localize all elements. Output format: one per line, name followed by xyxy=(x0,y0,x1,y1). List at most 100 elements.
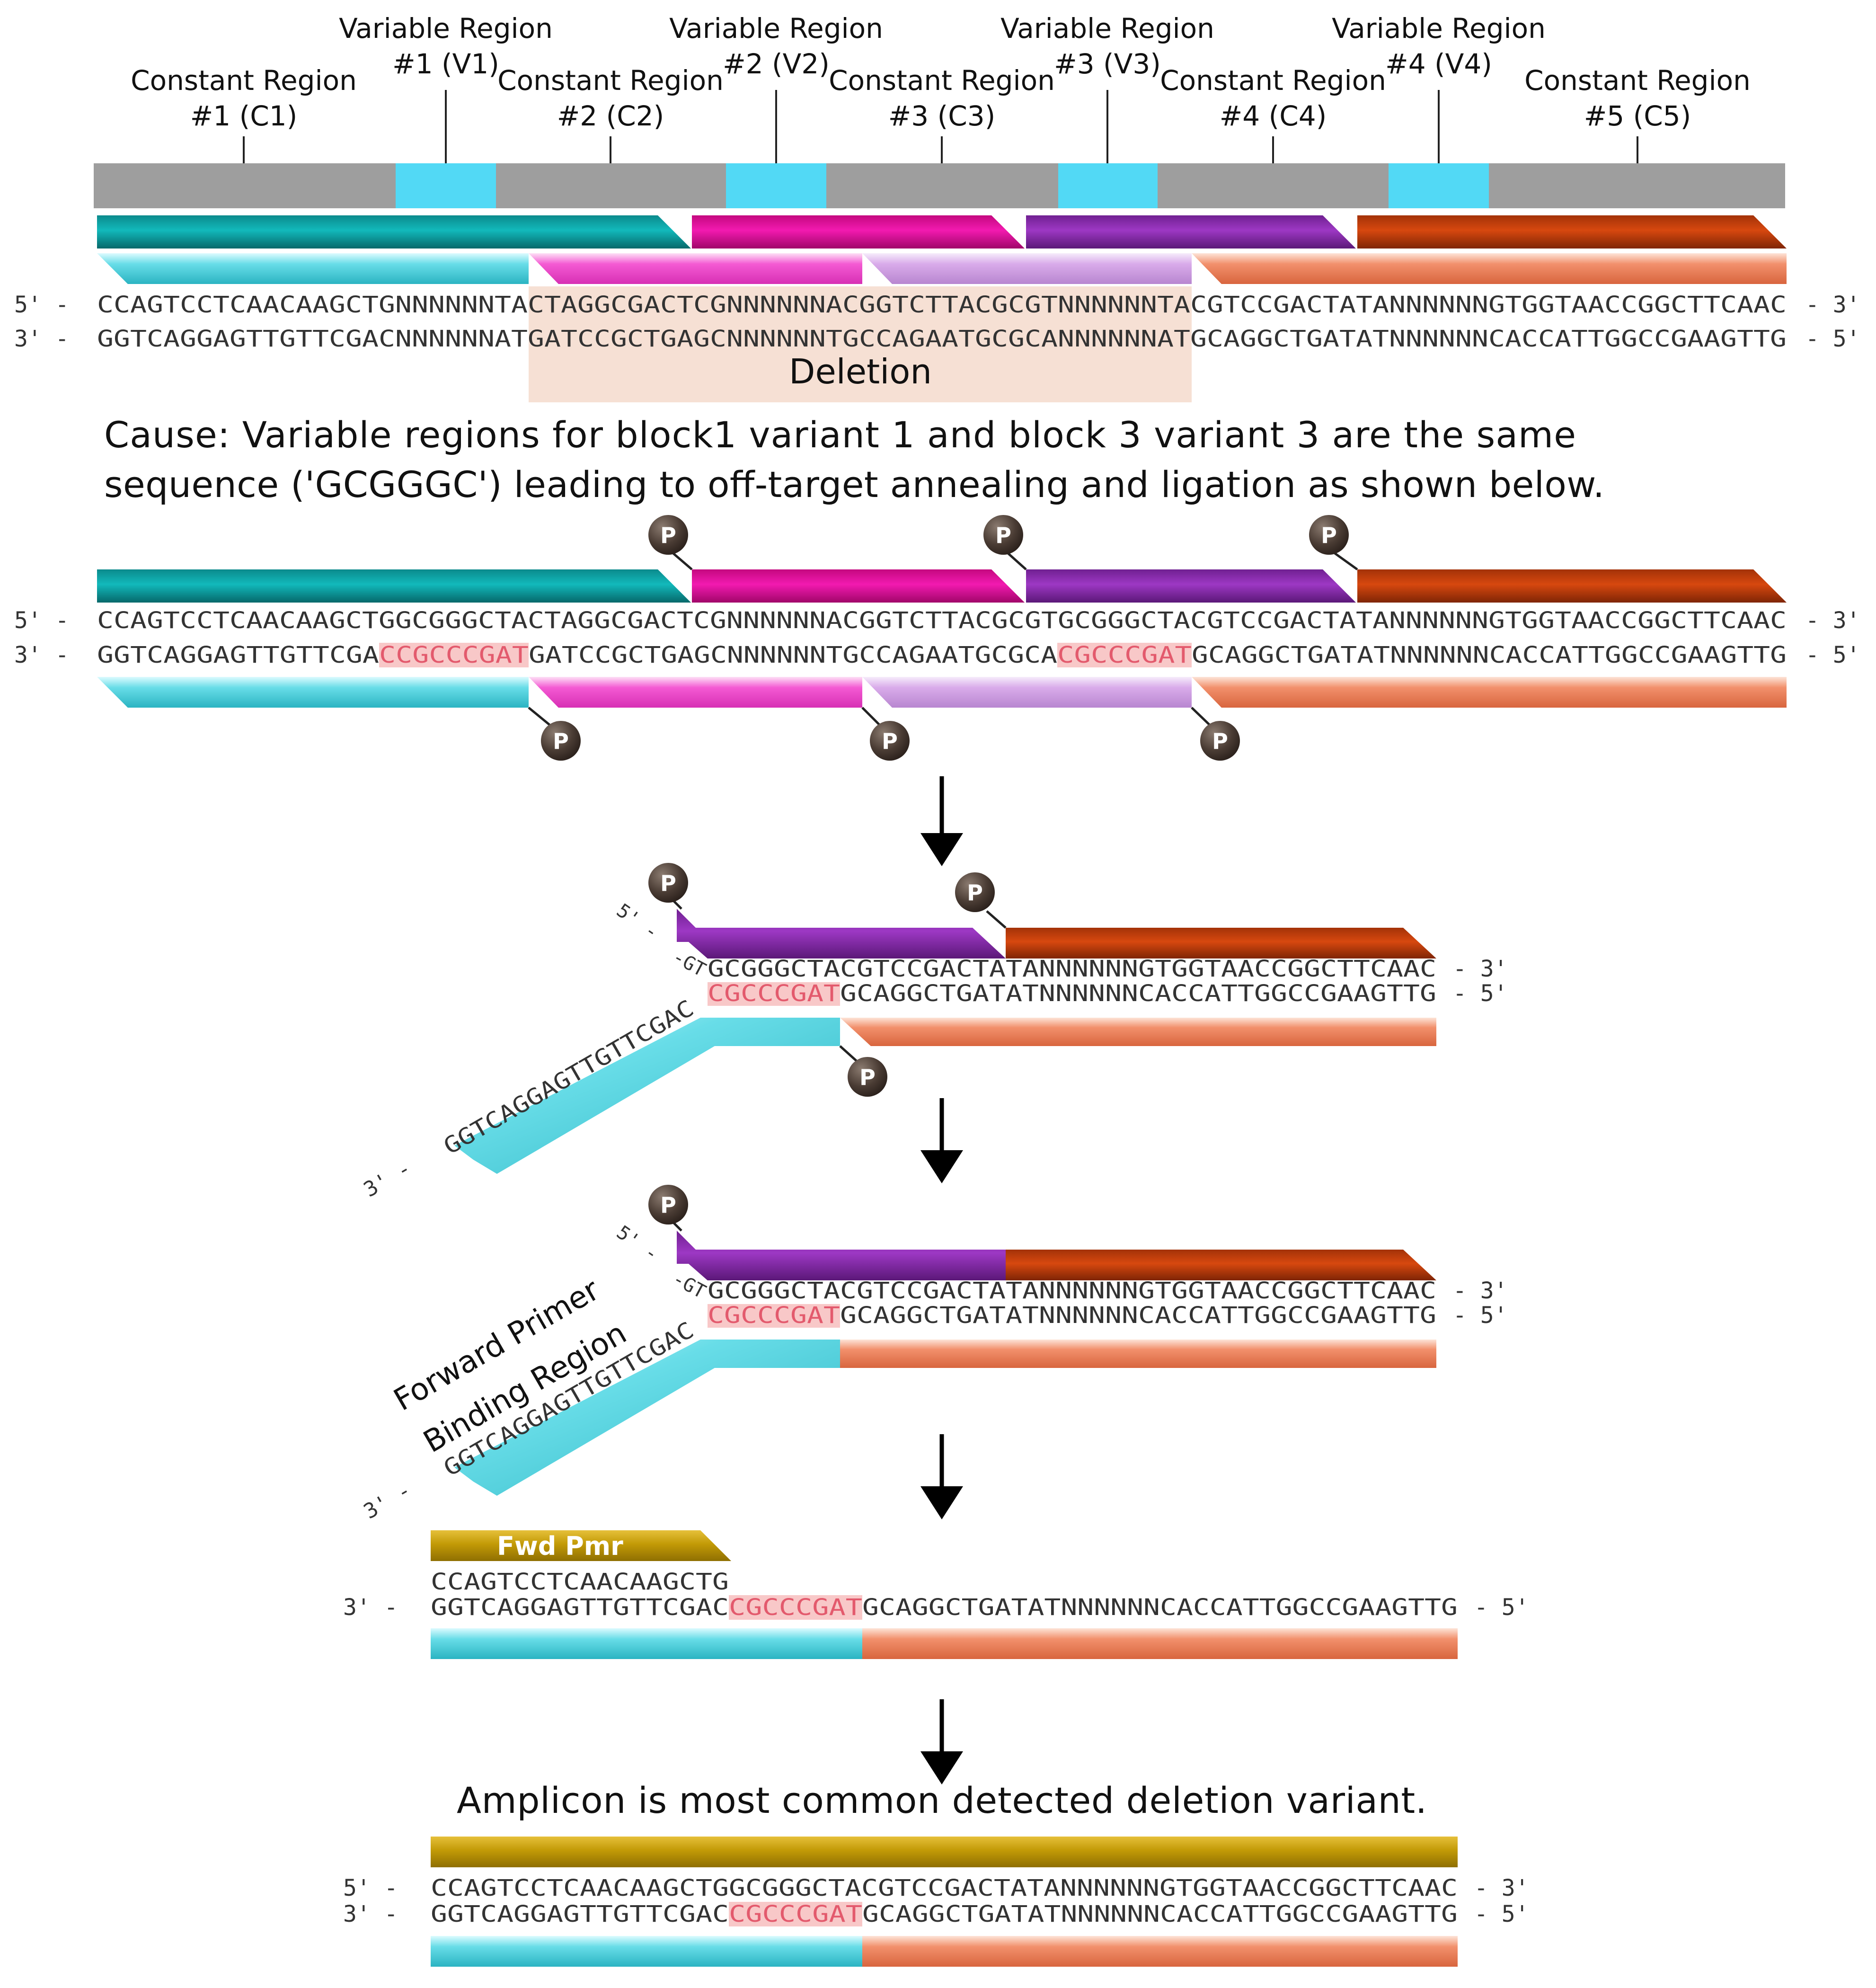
phosphate-label: P xyxy=(1321,523,1337,548)
p2-bottom-seq-b: CCGCCCGAT xyxy=(379,642,529,668)
panel-5-primer-binding: Fwd Pmr CCAGTCCTCAACAAGCTG 3' - GGTCAGGA… xyxy=(343,1530,1529,1659)
p2-bottom-seq-c: GATCCGCTGAGCNNNNNNTGCCAGAATGCGCA xyxy=(529,642,1057,668)
arrows xyxy=(920,776,963,1784)
p6-highlight xyxy=(729,1902,862,1926)
p5-bottom-seq-c: GCAGGCTGATATNNNNNNCACCATTGGCCGAAGTTG xyxy=(862,1594,1458,1621)
p3-bottom-strand-cyan xyxy=(454,1018,840,1174)
p3-top-strand-purple xyxy=(677,909,1006,958)
region-c1-block xyxy=(94,163,396,208)
p6-bottom-5prime: - 5' xyxy=(1474,1901,1529,1927)
p2-bottom-strand-block-1 xyxy=(97,677,529,708)
p6-top-3prime: - 3' xyxy=(1474,1875,1529,1901)
p4-bottom-strand-salmon xyxy=(840,1340,1436,1368)
region-c1-label-2: #1 (C1) xyxy=(190,100,298,132)
region-c4-block xyxy=(1158,163,1389,208)
p2-bottom-seq-d: CGCCCGAT xyxy=(1057,642,1192,668)
region-labels: Constant Region #1 (C1) Variable Region … xyxy=(131,12,1751,132)
phosphate-icon xyxy=(648,1185,688,1225)
p5-highlight xyxy=(729,1595,862,1620)
region-c2-label-2: #2 (C2) xyxy=(557,100,664,132)
p2-top-3prime: - 3' xyxy=(1805,607,1860,634)
p5-bottom-seq-a: GGTCAGGAGTTGTTCGAC xyxy=(431,1594,729,1621)
panel-6-amplicon: Amplicon is most common detected deletio… xyxy=(343,1779,1529,1967)
p1-top-sequence: CCAGTCCTCAACAAGCTGNNNNNNTACTAGGCGACTCGNN… xyxy=(97,292,1787,318)
region-c5-label-1: Constant Region xyxy=(1524,64,1751,97)
bottom-strand-block-2 xyxy=(529,253,862,284)
region-v3-block xyxy=(1058,163,1158,208)
region-c3-label-1: Constant Region xyxy=(829,64,1055,97)
p2-bottom-3prime: 3' - xyxy=(14,642,69,668)
p5-bottom-3prime: 3' - xyxy=(343,1594,398,1621)
cause-text: Cause: Variable regions for block1 varia… xyxy=(104,414,1604,506)
p6-top-sequence: CCAGTCCTCAACAAGCTGGCGGGCTACGTCCGACTATANN… xyxy=(431,1875,1458,1901)
region-ticks xyxy=(243,90,1638,163)
down-arrow-icon xyxy=(920,1751,963,1784)
down-arrow-icon xyxy=(920,1486,963,1519)
p5-bottom-5prime: - 5' xyxy=(1474,1594,1529,1621)
p4-top-strand-rust xyxy=(1006,1250,1436,1280)
amplicon-top-bar xyxy=(431,1837,1458,1867)
region-c2-block xyxy=(496,163,726,208)
phosphate-icon xyxy=(870,721,910,761)
region-bar xyxy=(94,163,1785,208)
region-c4-label-2: #4 (C4) xyxy=(1220,100,1327,132)
fwd-primer-bar xyxy=(431,1530,731,1561)
p3-top-sequence: GCGGGCTACGTCCGACTATANNNNNNGTGGTAACCGGCTT… xyxy=(708,956,1436,982)
region-v3-label-2: #3 (V3) xyxy=(1054,48,1161,80)
top-strand-block-2 xyxy=(692,215,1025,248)
p2-top-sequence: CCAGTCCTCAACAAGCTGGCGGGCTACTAGGCGACTCGNN… xyxy=(97,607,1787,634)
panel-1-full-construct: 5' - CCAGTCCTCAACAAGCTGNNNNNNTACTAGGCGAC… xyxy=(14,215,1860,402)
p4-diagonal-3prime: 3' - xyxy=(360,1478,415,1524)
p2-bottom-strand-block-4 xyxy=(1192,677,1787,708)
region-v4-label-2: #4 (V4) xyxy=(1385,48,1492,80)
phosphate-icon xyxy=(1309,515,1349,555)
region-v2-block xyxy=(726,163,826,208)
p3-bottom-5prime: - 5' xyxy=(1453,980,1508,1007)
p2-bottom-5prime: - 5' xyxy=(1805,642,1860,668)
region-v2-label-1: Variable Region xyxy=(669,12,883,44)
p4-top-strand-purple xyxy=(677,1231,1006,1280)
p6-bottom-seq-a: GGTCAGGAGTTGTTCGAC xyxy=(431,1901,729,1927)
p5-bottom-strand-cyan xyxy=(431,1628,862,1659)
phosphate-icon xyxy=(541,721,581,761)
phosphate-label: P xyxy=(660,523,676,548)
deletion-label: Deletion xyxy=(789,352,932,391)
p2-bottom-seq-a: GGTCAGGAGTTGTTCGA xyxy=(97,642,379,668)
down-arrow-icon xyxy=(920,1150,963,1183)
panel-4-ligated-product: P 5' - -GT GCGGGCTACGTCCGACTATANNNNNNGTG… xyxy=(360,1185,1508,1524)
phosphate-icon xyxy=(648,515,688,555)
phosphate-label: P xyxy=(995,523,1011,548)
p5-bottom-highlight: CGCCCGAT xyxy=(729,1594,862,1621)
region-c3-block xyxy=(826,163,1058,208)
phosphate-label: P xyxy=(882,728,898,754)
bottom-strand-block-3 xyxy=(862,253,1192,284)
p2-highlight-2 xyxy=(1057,643,1192,667)
fwd-primer-label: Fwd Pmr xyxy=(497,1531,623,1561)
p3-bottom-strand-salmon xyxy=(840,1018,1436,1046)
p2-top-strand-block-4 xyxy=(1357,569,1787,603)
top-strand-block-3 xyxy=(1026,215,1356,248)
fwd-primer-sequence: CCAGTCCTCAACAAGCTG xyxy=(431,1569,729,1595)
p4-overhang-5prime: 5' - xyxy=(612,1222,662,1266)
phosphate-label: P xyxy=(553,728,569,754)
p3-overhang-5prime: 5' - xyxy=(612,900,662,944)
p4-bottom-strand-cyan xyxy=(454,1340,840,1496)
p1-bottom-3prime: 3' - xyxy=(14,326,69,352)
amplicon-title: Amplicon is most common detected deletio… xyxy=(457,1779,1427,1821)
region-c1-label-1: Constant Region xyxy=(131,64,357,97)
region-c5-label-2: #5 (C5) xyxy=(1584,100,1691,132)
phosphate-icon xyxy=(1200,721,1240,761)
top-strand-block-4 xyxy=(1357,215,1787,248)
p1-bottom-5prime: - 5' xyxy=(1805,326,1860,352)
phosphate-label: P xyxy=(967,880,983,905)
region-v1-label-2: #1 (V1) xyxy=(392,48,499,80)
p3-bottom-highlight: CGCCCGAT xyxy=(708,980,840,1007)
p2-top-strand-block-2 xyxy=(692,569,1025,603)
top-strand-block-1 xyxy=(97,215,691,248)
cause-line-2: sequence ('GCGGGC') leading to off-targe… xyxy=(104,463,1604,506)
region-v2-label-2: #2 (V2) xyxy=(723,48,830,80)
bottom-strand-block-4 xyxy=(1192,253,1787,284)
region-c3-label-2: #3 (C3) xyxy=(888,100,996,132)
p5-bottom-strand-salmon xyxy=(862,1628,1458,1659)
p3-top-3prime: - 3' xyxy=(1453,956,1508,982)
